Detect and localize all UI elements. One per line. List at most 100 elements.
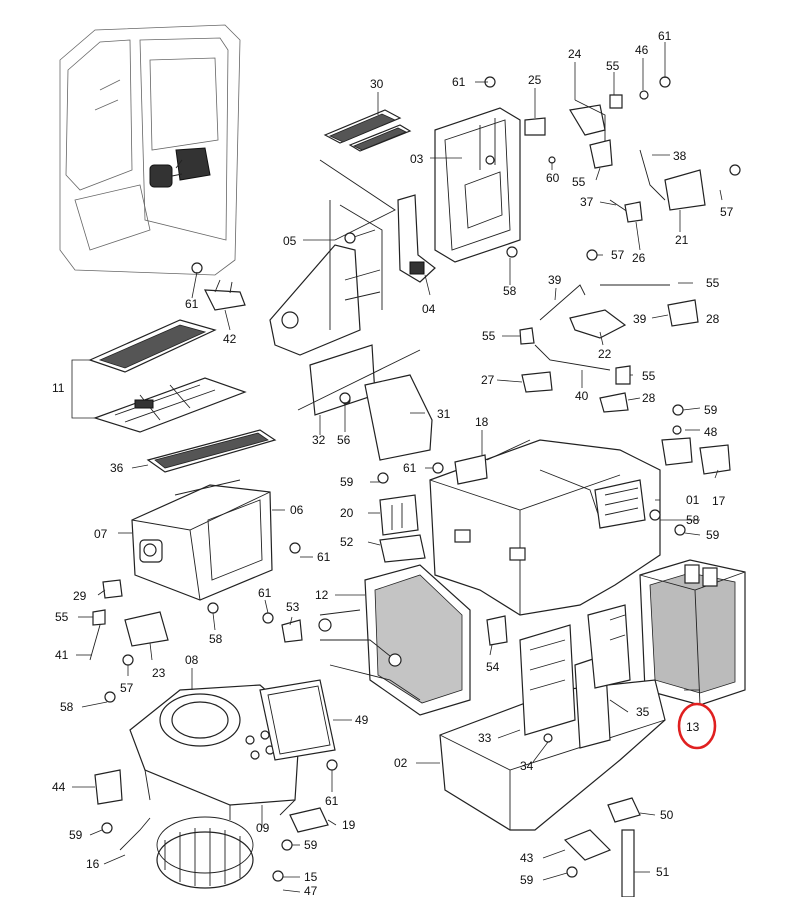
label-15: 15 [304, 870, 318, 884]
part-11-filter-assembly [88, 319, 247, 433]
label-50: 50 [660, 808, 674, 822]
label-51: 51 [656, 865, 670, 879]
leader-lines [71, 42, 723, 893]
label-35: 35 [636, 705, 650, 719]
label-55: 55 [642, 369, 656, 383]
label-61: 61 [403, 461, 417, 475]
label-61: 61 [185, 297, 199, 311]
part-01-main-housing [429, 439, 661, 616]
label-44: 44 [52, 780, 66, 794]
label-17: 17 [712, 494, 726, 508]
part-08-09-blower-housing [129, 684, 301, 820]
label-58: 58 [209, 632, 223, 646]
part-30-filter [319, 109, 412, 241]
label-40: 40 [575, 389, 589, 403]
label-39: 39 [633, 312, 647, 326]
label-61: 61 [452, 75, 466, 89]
label-54: 54 [486, 660, 500, 674]
label-61: 61 [258, 586, 272, 600]
part-17-relay [661, 405, 731, 475]
label-37: 37 [580, 195, 594, 209]
part-49-filter [259, 679, 336, 761]
label-21: 21 [675, 233, 689, 247]
label-11: 11 [52, 381, 65, 395]
label-31: 31 [437, 407, 451, 421]
label-09: 09 [256, 821, 270, 835]
label-04: 04 [422, 302, 436, 316]
label-57: 57 [611, 248, 625, 262]
label-59: 59 [520, 873, 534, 887]
label-12: 12 [315, 588, 329, 602]
label-43: 43 [520, 851, 534, 865]
label-59: 59 [340, 475, 354, 489]
part-42-bracket [204, 279, 246, 311]
part-20-resistor [379, 494, 426, 563]
label-23: 23 [152, 666, 166, 680]
label-47: 47 [304, 884, 318, 897]
label-28: 28 [706, 312, 720, 326]
label-55: 55 [706, 276, 720, 290]
part-03-duct-frame [434, 107, 521, 263]
label-46: 46 [635, 43, 649, 57]
label-61: 61 [325, 794, 339, 808]
label-49: 49 [355, 713, 369, 727]
label-58: 58 [60, 700, 74, 714]
label-39: 39 [548, 273, 562, 287]
label-55: 55 [55, 610, 69, 624]
label-32: 32 [312, 433, 326, 447]
label-56: 56 [337, 433, 351, 447]
label-42: 42 [223, 332, 237, 346]
label-55: 55 [606, 59, 620, 73]
part-05-bracket [269, 200, 383, 356]
label-48: 48 [704, 425, 718, 439]
part-31-32-damper [297, 344, 433, 461]
label-16: 16 [86, 857, 100, 871]
label-13: 13 [686, 720, 700, 734]
label-53: 53 [286, 600, 300, 614]
label-41: 41 [55, 648, 69, 662]
label-26: 26 [632, 251, 646, 265]
part-04-bracket [397, 194, 436, 283]
small-parts-lower [89, 579, 508, 833]
label-59: 59 [304, 838, 318, 852]
label-02: 02 [394, 756, 408, 770]
label-60: 60 [546, 171, 560, 185]
label-05: 05 [283, 234, 297, 248]
label-19: 19 [342, 818, 356, 832]
label-07: 07 [94, 527, 108, 541]
label-38: 38 [673, 149, 687, 163]
label-55: 55 [482, 329, 496, 343]
label-27: 27 [481, 373, 495, 387]
label-58: 58 [686, 513, 700, 527]
label-58: 58 [503, 284, 517, 298]
part-02-lower-case [439, 604, 666, 831]
label-24: 24 [568, 47, 582, 61]
label-30: 30 [370, 77, 384, 91]
label-59: 59 [69, 828, 83, 842]
part-12-evaporator [318, 564, 471, 716]
label-25: 25 [528, 73, 542, 87]
label-22: 22 [598, 347, 612, 361]
part-36-filter [146, 429, 277, 473]
label-61: 61 [658, 29, 672, 43]
parts-43-50-51 [563, 797, 641, 897]
part-13-heater-core [639, 559, 746, 706]
label-34: 34 [520, 759, 534, 773]
label-59: 59 [704, 403, 718, 417]
label-01: 01 [686, 493, 700, 507]
label-52: 52 [340, 535, 354, 549]
label-57: 57 [120, 681, 134, 695]
label-18: 18 [475, 415, 489, 429]
part-22-actuator [519, 284, 699, 345]
part-24-26-linkage [524, 90, 706, 223]
highlight-circle-13 [677, 702, 717, 750]
label-03: 03 [410, 152, 424, 166]
cab-heater-unit-icon [149, 164, 173, 188]
label-36: 36 [110, 461, 124, 475]
screws [101, 76, 741, 882]
label-28: 28 [642, 391, 656, 405]
part-labels: 30 61 25 24 55 46 61 03 60 55 38 57 37 2… [52, 29, 734, 897]
cab-outline [59, 24, 241, 276]
label-61: 61 [317, 550, 331, 564]
